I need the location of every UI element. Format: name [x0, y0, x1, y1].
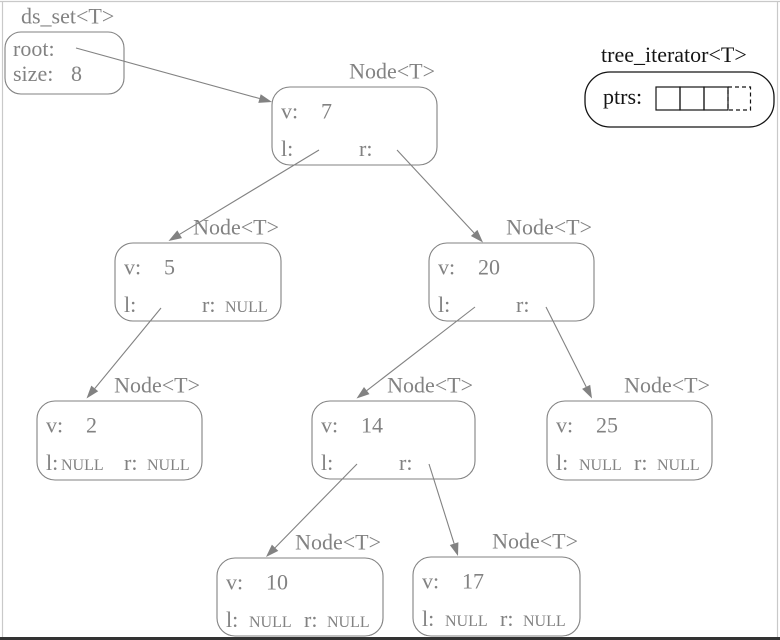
svg-text:v:: v:: [46, 413, 63, 438]
svg-text:NULL: NULL: [249, 614, 292, 631]
svg-text:NULL: NULL: [147, 457, 190, 474]
svg-text:l:: l:: [321, 450, 333, 475]
svg-text:l:: l:: [46, 450, 58, 475]
svg-text:25: 25: [596, 413, 618, 438]
svg-text:NULL: NULL: [657, 457, 700, 474]
svg-text:r:: r:: [399, 450, 412, 475]
svg-text:r:: r:: [304, 607, 317, 632]
svg-text:tree_iterator<T>: tree_iterator<T>: [601, 42, 747, 67]
svg-text:17: 17: [462, 569, 484, 594]
svg-text:v:: v:: [281, 99, 298, 124]
svg-text:v:: v:: [124, 255, 141, 280]
svg-text:r:: r:: [124, 450, 137, 475]
svg-text:size:: size:: [13, 61, 53, 86]
svg-text:2: 2: [86, 413, 97, 438]
svg-text:20: 20: [478, 255, 500, 280]
svg-text:NULL: NULL: [445, 613, 488, 630]
svg-text:v:: v:: [226, 570, 243, 595]
svg-text:10: 10: [266, 570, 288, 595]
svg-text:v:: v:: [321, 413, 338, 438]
svg-text:l:: l:: [281, 136, 293, 161]
svg-text:Node<T>: Node<T>: [295, 530, 381, 555]
svg-text:8: 8: [71, 61, 82, 86]
svg-text:NULL: NULL: [327, 614, 370, 631]
svg-text:Node<T>: Node<T>: [114, 373, 200, 398]
svg-text:root:: root:: [13, 36, 55, 61]
svg-text:7: 7: [321, 99, 332, 124]
svg-text:l:: l:: [124, 292, 136, 317]
svg-text:l:: l:: [226, 607, 238, 632]
svg-text:r:: r:: [516, 292, 529, 317]
svg-text:NULL: NULL: [61, 457, 104, 474]
svg-text:Node<T>: Node<T>: [387, 373, 473, 398]
svg-text:r:: r:: [634, 450, 647, 475]
svg-text:l:: l:: [438, 292, 450, 317]
svg-text:r:: r:: [500, 606, 513, 631]
svg-text:ptrs:: ptrs:: [603, 84, 642, 109]
svg-text:l:: l:: [422, 606, 434, 631]
svg-text:Node<T>: Node<T>: [506, 215, 592, 240]
svg-text:ds_set<T>: ds_set<T>: [21, 4, 114, 29]
svg-text:r:: r:: [359, 136, 372, 161]
svg-text:l:: l:: [556, 450, 568, 475]
svg-text:14: 14: [361, 413, 383, 438]
svg-text:NULL: NULL: [523, 613, 566, 630]
svg-text:Node<T>: Node<T>: [193, 215, 279, 240]
svg-text:r:: r:: [202, 292, 215, 317]
svg-text:Node<T>: Node<T>: [492, 529, 578, 554]
svg-text:v:: v:: [422, 569, 439, 594]
svg-text:NULL: NULL: [579, 457, 622, 474]
svg-text:v:: v:: [438, 255, 455, 280]
svg-text:v:: v:: [556, 413, 573, 438]
svg-text:Node<T>: Node<T>: [624, 373, 710, 398]
svg-text:NULL: NULL: [225, 299, 268, 316]
svg-text:5: 5: [164, 255, 175, 280]
svg-text:Node<T>: Node<T>: [349, 59, 435, 84]
